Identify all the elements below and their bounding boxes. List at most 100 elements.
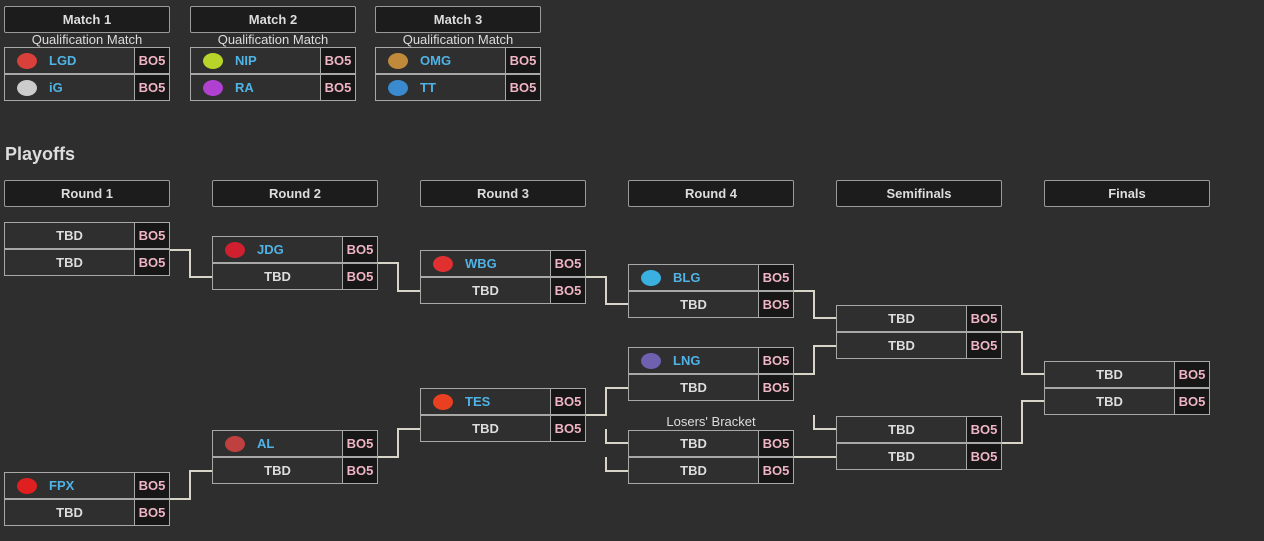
match-header-1: Match 1 bbox=[4, 6, 170, 33]
round-header-6: Finals bbox=[1044, 180, 1210, 207]
team-name[interactable]: iG bbox=[49, 80, 63, 95]
team-cell: TBD bbox=[1045, 362, 1175, 387]
score-cell: BO5 bbox=[759, 265, 793, 290]
team-name: TBD bbox=[888, 449, 915, 464]
team-name[interactable]: LGD bbox=[49, 53, 77, 68]
score-cell: BO5 bbox=[551, 278, 585, 303]
team-cell: BLG bbox=[629, 265, 759, 290]
team-cell: TBD bbox=[421, 278, 551, 303]
team-name[interactable]: AL bbox=[257, 436, 275, 451]
team-name[interactable]: TT bbox=[420, 80, 436, 95]
lgd-logo-icon bbox=[17, 52, 37, 69]
score-cell: BO5 bbox=[1175, 389, 1209, 414]
blg-logo-icon bbox=[641, 269, 661, 286]
team-name[interactable]: RA bbox=[235, 80, 254, 95]
team-cell: TT bbox=[376, 75, 506, 100]
score-cell: BO5 bbox=[551, 251, 585, 276]
team-name[interactable]: JDG bbox=[257, 242, 284, 257]
score-cell: BO5 bbox=[967, 417, 1001, 442]
team-name: TBD bbox=[56, 228, 83, 243]
match-row[interactable]: TBD BO5 bbox=[420, 415, 586, 442]
team-cell: TBD bbox=[629, 292, 759, 317]
score-cell: BO5 bbox=[343, 431, 377, 456]
team-name[interactable]: FPX bbox=[49, 478, 75, 493]
team-name[interactable]: OMG bbox=[420, 53, 452, 68]
round-header-2: Round 2 bbox=[212, 180, 378, 207]
team-cell: LNG bbox=[629, 348, 759, 373]
team-name: TBD bbox=[1096, 367, 1123, 382]
score-cell: BO5 bbox=[135, 473, 169, 498]
team-name[interactable]: TES bbox=[465, 394, 491, 409]
score-cell: BO5 bbox=[551, 416, 585, 441]
score-cell: BO5 bbox=[135, 223, 169, 248]
score-cell: BO5 bbox=[759, 375, 793, 400]
team-cell: WBG bbox=[421, 251, 551, 276]
team-name[interactable]: LNG bbox=[673, 353, 701, 368]
match-row[interactable]: TBD BO5 bbox=[836, 416, 1002, 443]
team-name: TBD bbox=[680, 297, 707, 312]
team-name[interactable]: BLG bbox=[673, 270, 701, 285]
match-row[interactable]: TT BO5 bbox=[375, 74, 541, 101]
match-row[interactable]: WBG BO5 bbox=[420, 250, 586, 277]
score-cell: BO5 bbox=[135, 48, 169, 73]
team-name: TBD bbox=[56, 505, 83, 520]
score-cell: BO5 bbox=[343, 264, 377, 289]
team-cell: TBD bbox=[629, 458, 759, 483]
team-cell: TBD bbox=[5, 250, 135, 275]
ig-logo-icon bbox=[17, 79, 37, 96]
match-row[interactable]: AL BO5 bbox=[212, 430, 378, 457]
round-header-1: Round 1 bbox=[4, 180, 170, 207]
match-row[interactable]: BLG BO5 bbox=[628, 264, 794, 291]
team-name: TBD bbox=[888, 311, 915, 326]
score-cell: BO5 bbox=[506, 75, 540, 100]
team-name[interactable]: WBG bbox=[465, 256, 497, 271]
team-cell: TBD bbox=[1045, 389, 1175, 414]
team-name: TBD bbox=[680, 380, 707, 395]
team-cell: FPX bbox=[5, 473, 135, 498]
score-cell: BO5 bbox=[135, 250, 169, 275]
team-name: TBD bbox=[888, 422, 915, 437]
team-cell: TBD bbox=[5, 223, 135, 248]
match-row[interactable]: LGD BO5 bbox=[4, 47, 170, 74]
team-cell: TBD bbox=[421, 416, 551, 441]
match-row[interactable]: TBD BO5 bbox=[4, 222, 170, 249]
team-cell: JDG bbox=[213, 237, 343, 262]
team-name: TBD bbox=[472, 421, 499, 436]
match-row[interactable]: TBD BO5 bbox=[628, 374, 794, 401]
score-cell: BO5 bbox=[343, 458, 377, 483]
match-row[interactable]: FPX BO5 bbox=[4, 472, 170, 499]
round-header-4: Round 4 bbox=[628, 180, 794, 207]
ra-logo-icon bbox=[203, 79, 223, 96]
team-cell: TBD bbox=[213, 458, 343, 483]
team-cell: TBD bbox=[837, 333, 967, 358]
team-name[interactable]: NIP bbox=[235, 53, 257, 68]
omg-logo-icon bbox=[388, 52, 408, 69]
